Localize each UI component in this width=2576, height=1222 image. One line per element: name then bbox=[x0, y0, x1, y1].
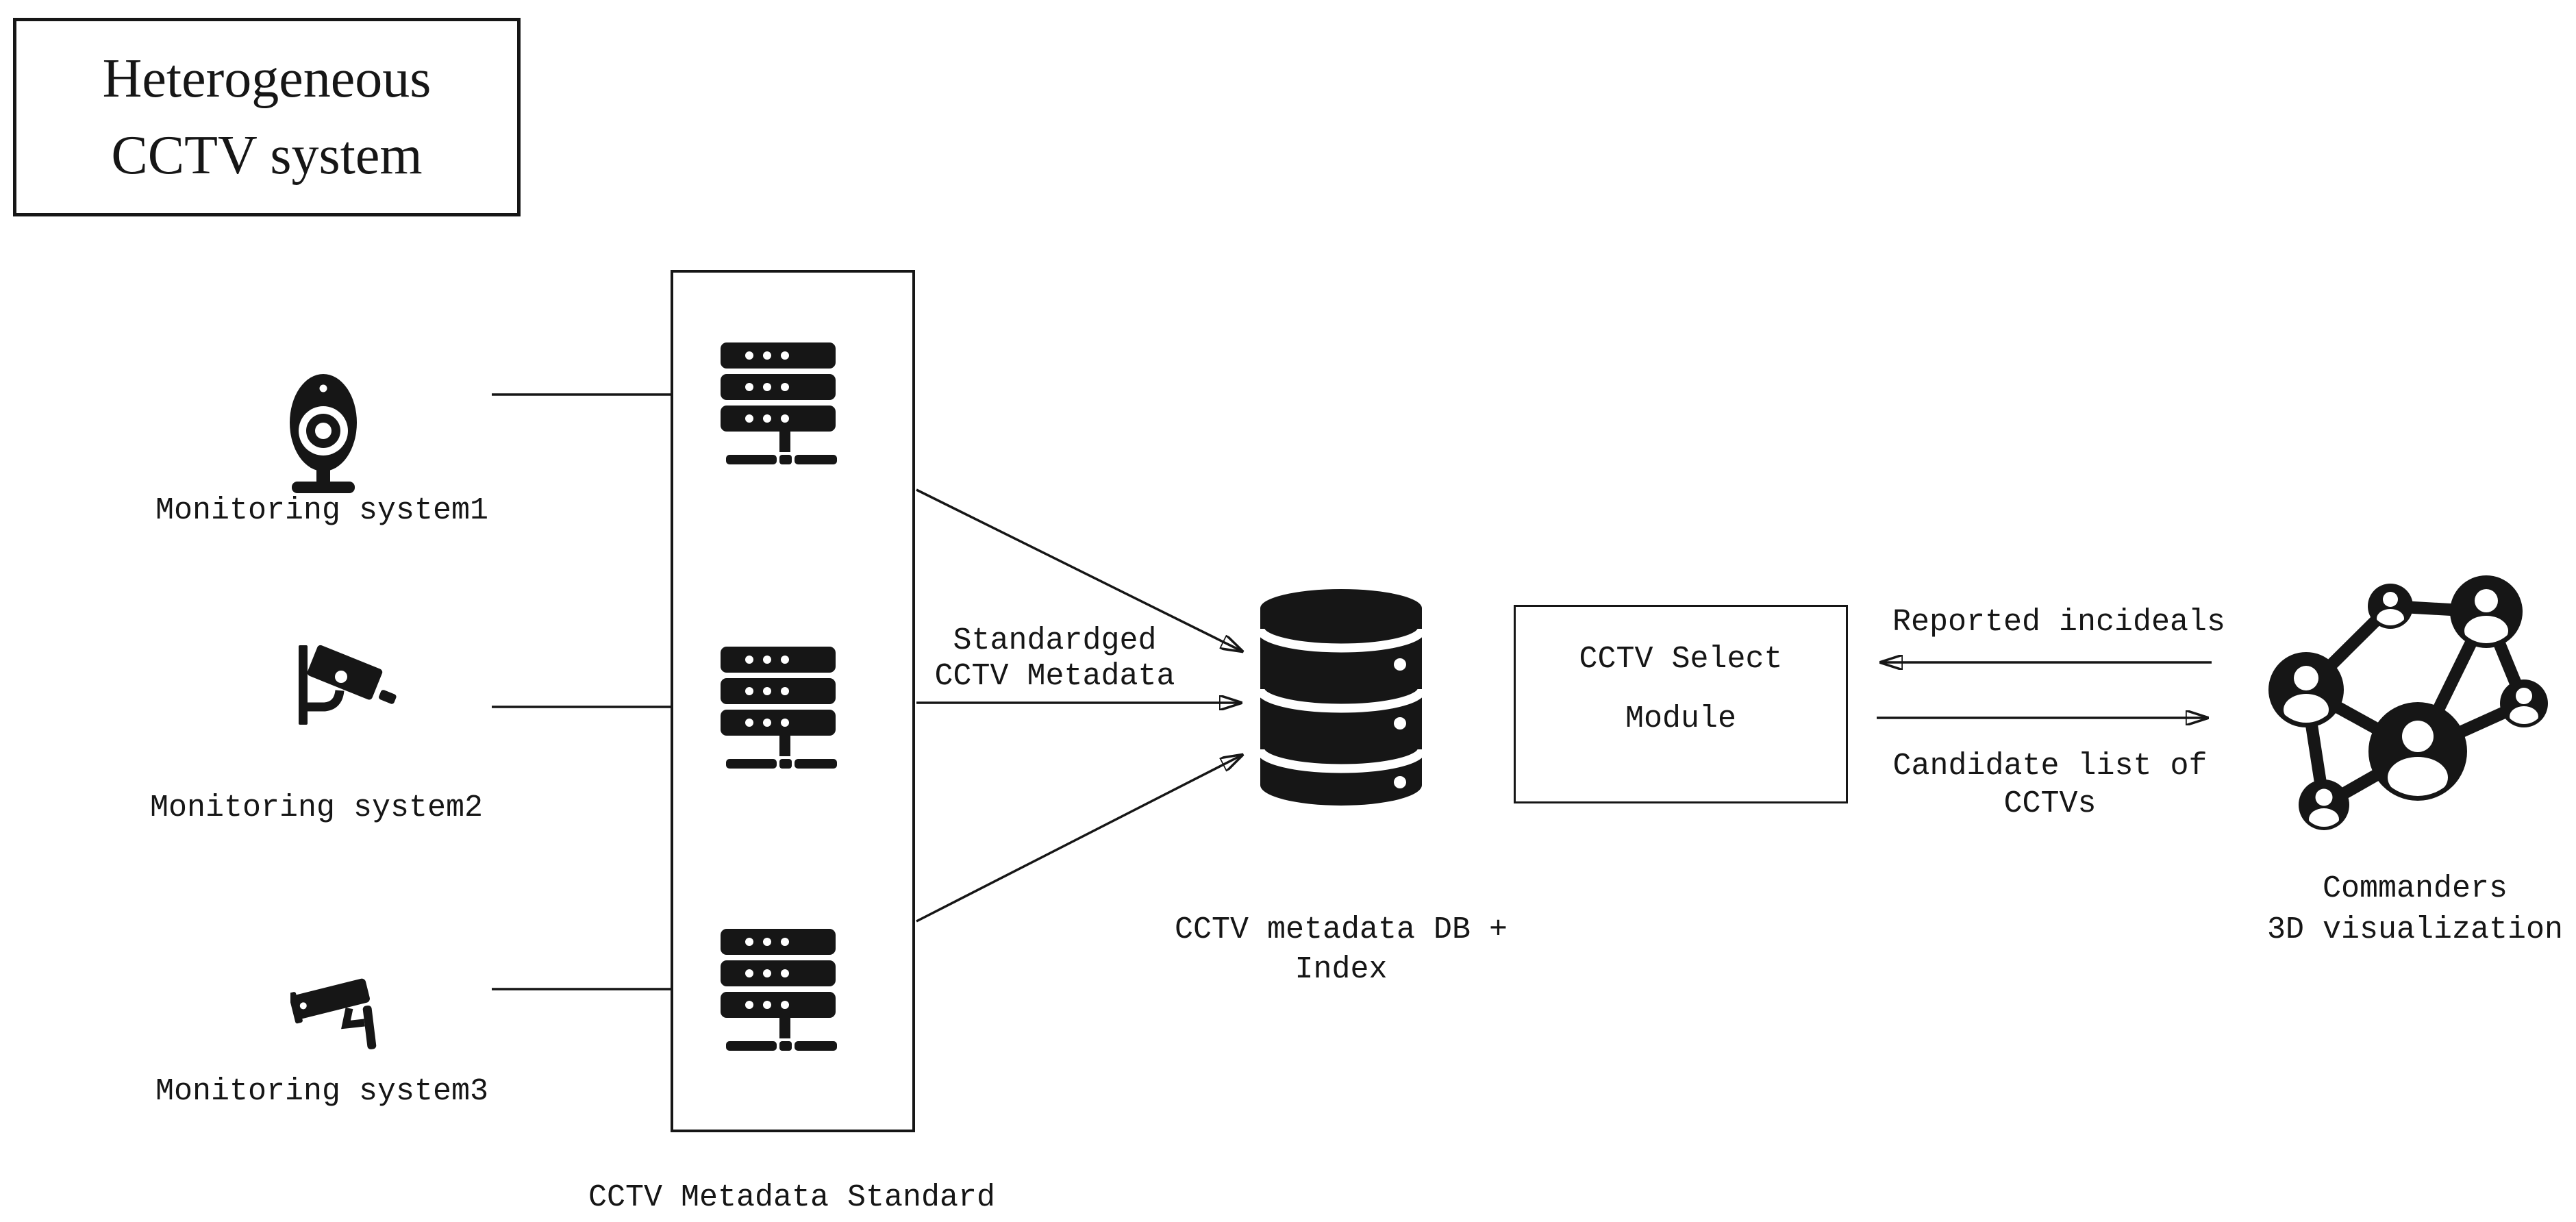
database-caption-line2: Index bbox=[1295, 952, 1388, 987]
monitoring-system3-label: Monitoring system3 bbox=[155, 1074, 489, 1109]
database-caption-line1: CCTV metadata DB + bbox=[1174, 912, 1508, 947]
cctv-metadata-standard-caption: CCTV Metadata Standard bbox=[588, 1180, 996, 1215]
visualization-caption: Commanders 3D visualization bbox=[2267, 869, 2563, 951]
heterogeneous-cctv-system-box: Heterogeneous CCTV system bbox=[13, 18, 521, 216]
arrow-standard-to-db-bottom bbox=[916, 756, 1241, 923]
server-rack-icon bbox=[718, 926, 844, 1056]
server-rack-icon bbox=[718, 340, 844, 470]
cctv-select-module-box: CCTV Select Module bbox=[1514, 605, 1848, 803]
title-line-1: Heterogeneous bbox=[102, 49, 432, 109]
standardized-metadata-line1: Standardged bbox=[953, 623, 1157, 658]
monitoring-system1-label: Monitoring system1 bbox=[155, 493, 489, 528]
visualization-caption-line2: 3D visualization bbox=[2266, 912, 2564, 947]
candidate-list-line1: Candidate list of bbox=[1892, 749, 2208, 784]
database-icon bbox=[1252, 586, 1430, 808]
candidate-list-label: Candidate list of CCTVs bbox=[1892, 747, 2207, 823]
webcam-icon bbox=[289, 373, 358, 497]
monitoring-system2-label: Monitoring system2 bbox=[149, 790, 484, 825]
wall-camera-icon bbox=[297, 643, 397, 728]
database-caption: CCTV metadata DB + Index bbox=[1175, 910, 1508, 990]
network-users-icon bbox=[2260, 562, 2568, 863]
server-rack-icon bbox=[718, 644, 844, 774]
reported-incidents-label: Reported incideals bbox=[1892, 605, 2226, 640]
select-module-line2: Module bbox=[1625, 701, 1737, 736]
bullet-camera-icon bbox=[288, 964, 386, 1058]
title-line-2: CCTV system bbox=[111, 125, 423, 186]
candidate-list-line2: CCTVs bbox=[2003, 786, 2097, 821]
standardized-metadata-line2: CCTV Metadata bbox=[934, 659, 1175, 694]
arrow-standard-to-db-top bbox=[916, 488, 1241, 651]
standardized-metadata-label: Standardged CCTV Metadata bbox=[934, 623, 1175, 695]
select-module-line1: CCTV Select bbox=[1579, 642, 1783, 677]
visualization-caption-line1: Commanders bbox=[2322, 871, 2508, 906]
